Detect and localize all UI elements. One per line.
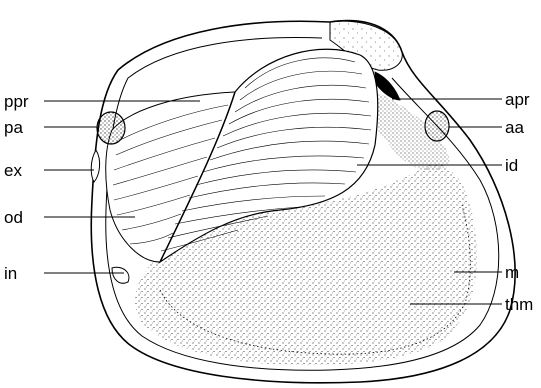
label-apr: apr — [505, 90, 530, 109]
anterior-adductor — [425, 111, 449, 141]
label-ex: ex — [4, 161, 22, 180]
label-m: m — [505, 263, 519, 282]
label-od: od — [4, 208, 23, 227]
label-ppr: ppr — [4, 92, 29, 111]
label-id: id — [505, 156, 518, 175]
label-pa: pa — [4, 118, 23, 137]
label-aa: aa — [505, 118, 524, 137]
label-thm: thm — [505, 295, 533, 314]
posterior-adductor — [97, 112, 125, 144]
label-in: in — [4, 264, 17, 283]
